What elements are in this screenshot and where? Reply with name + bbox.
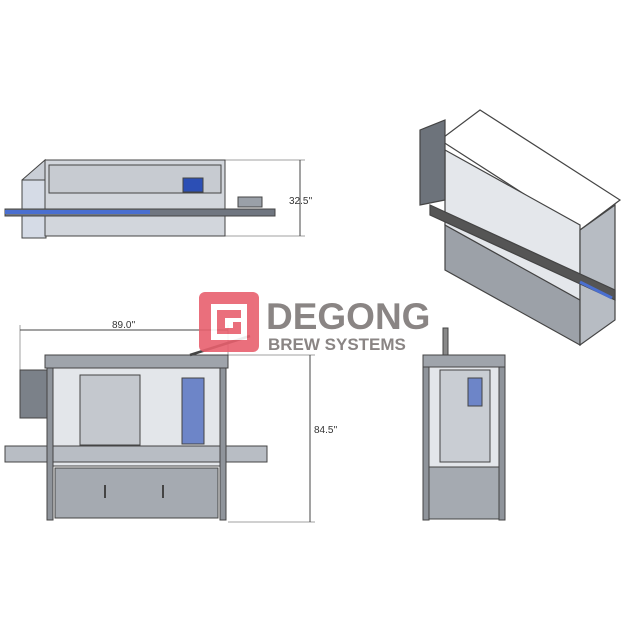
top-view-belt bbox=[5, 210, 150, 214]
logo-g-glyph bbox=[217, 310, 241, 334]
side-top bbox=[422, 354, 506, 368]
front-view bbox=[4, 325, 315, 523]
iso-conveyor bbox=[429, 204, 616, 301]
front-capper bbox=[181, 377, 205, 445]
top-view bbox=[4, 158, 305, 239]
iso-left-box bbox=[419, 119, 446, 206]
isometric-view bbox=[419, 109, 622, 347]
side-leg-right bbox=[498, 366, 506, 521]
degong-logo bbox=[199, 292, 259, 352]
logo-brand-text: DEGONG bbox=[266, 296, 430, 337]
logo-mark-inner bbox=[211, 304, 247, 340]
side-capper bbox=[467, 377, 483, 407]
front-filler-head bbox=[79, 374, 141, 446]
top-view-dimension-label: 32.5'' bbox=[289, 196, 312, 207]
front-left-box bbox=[19, 369, 48, 419]
side-base bbox=[427, 466, 501, 520]
top-view-motor bbox=[182, 177, 204, 193]
front-leg-right bbox=[219, 367, 227, 521]
front-conveyor bbox=[4, 445, 268, 463]
front-base-cabinet bbox=[54, 467, 219, 519]
logo-subtitle-text: BREW SYSTEMS bbox=[268, 335, 406, 354]
front-leg-left bbox=[46, 367, 54, 521]
side-view bbox=[422, 327, 506, 521]
top-view-motor-box bbox=[237, 196, 263, 208]
front-width-dimension-label: 89.0'' bbox=[112, 320, 135, 331]
side-post bbox=[442, 327, 449, 357]
iso-side bbox=[579, 203, 616, 347]
front-top-beam bbox=[44, 354, 229, 369]
side-leg-left bbox=[422, 366, 430, 521]
iso-belt bbox=[579, 280, 613, 300]
front-height-dimension-label: 84.5'' bbox=[314, 425, 337, 436]
